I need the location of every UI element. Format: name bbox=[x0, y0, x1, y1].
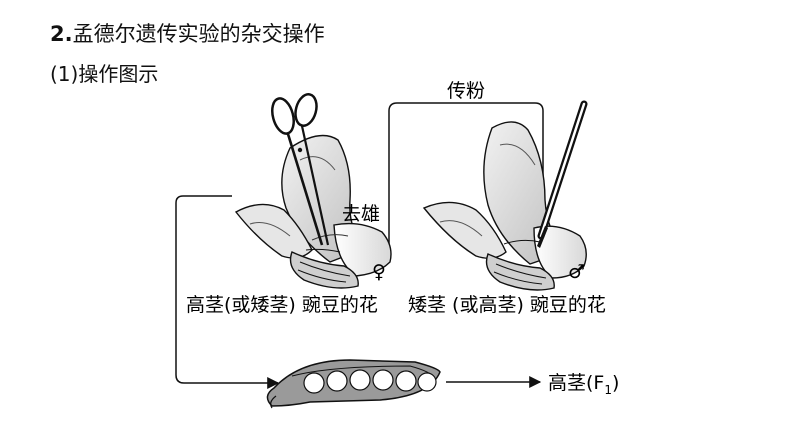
brush-icon bbox=[537, 100, 588, 248]
offspring-label-close: ) bbox=[612, 372, 619, 394]
subtitle: (1)操作图示 bbox=[50, 62, 159, 86]
offspring-label-main: 高茎(F bbox=[548, 372, 604, 394]
offspring-label: 高茎(F1) bbox=[548, 372, 619, 397]
female-symbol: ♀ bbox=[372, 261, 386, 283]
pea-flower-icon bbox=[234, 134, 392, 289]
pea-pod-icon bbox=[266, 359, 441, 409]
section-title: 2.孟德尔遗传实验的杂交操作 bbox=[50, 18, 325, 48]
section-title-text: 孟德尔遗传实验的杂交操作 bbox=[72, 22, 325, 46]
left-flower-caption: 高茎(或矮茎) 豌豆的花 bbox=[186, 294, 378, 316]
scissors-icon bbox=[271, 93, 330, 246]
male-symbol: ♂ bbox=[568, 261, 585, 283]
pea-flower-icon bbox=[422, 121, 587, 291]
cross-line bbox=[175, 195, 280, 389]
right-flower-caption: 矮茎 (或高茎) 豌豆的花 bbox=[408, 294, 606, 316]
offspring-label-subscript: 1 bbox=[604, 383, 612, 397]
pollination-label: 传粉 bbox=[447, 80, 485, 102]
emasculation-label: 去雄 bbox=[342, 203, 380, 225]
section-number: 2. bbox=[50, 22, 73, 46]
pollination-line bbox=[388, 102, 544, 254]
